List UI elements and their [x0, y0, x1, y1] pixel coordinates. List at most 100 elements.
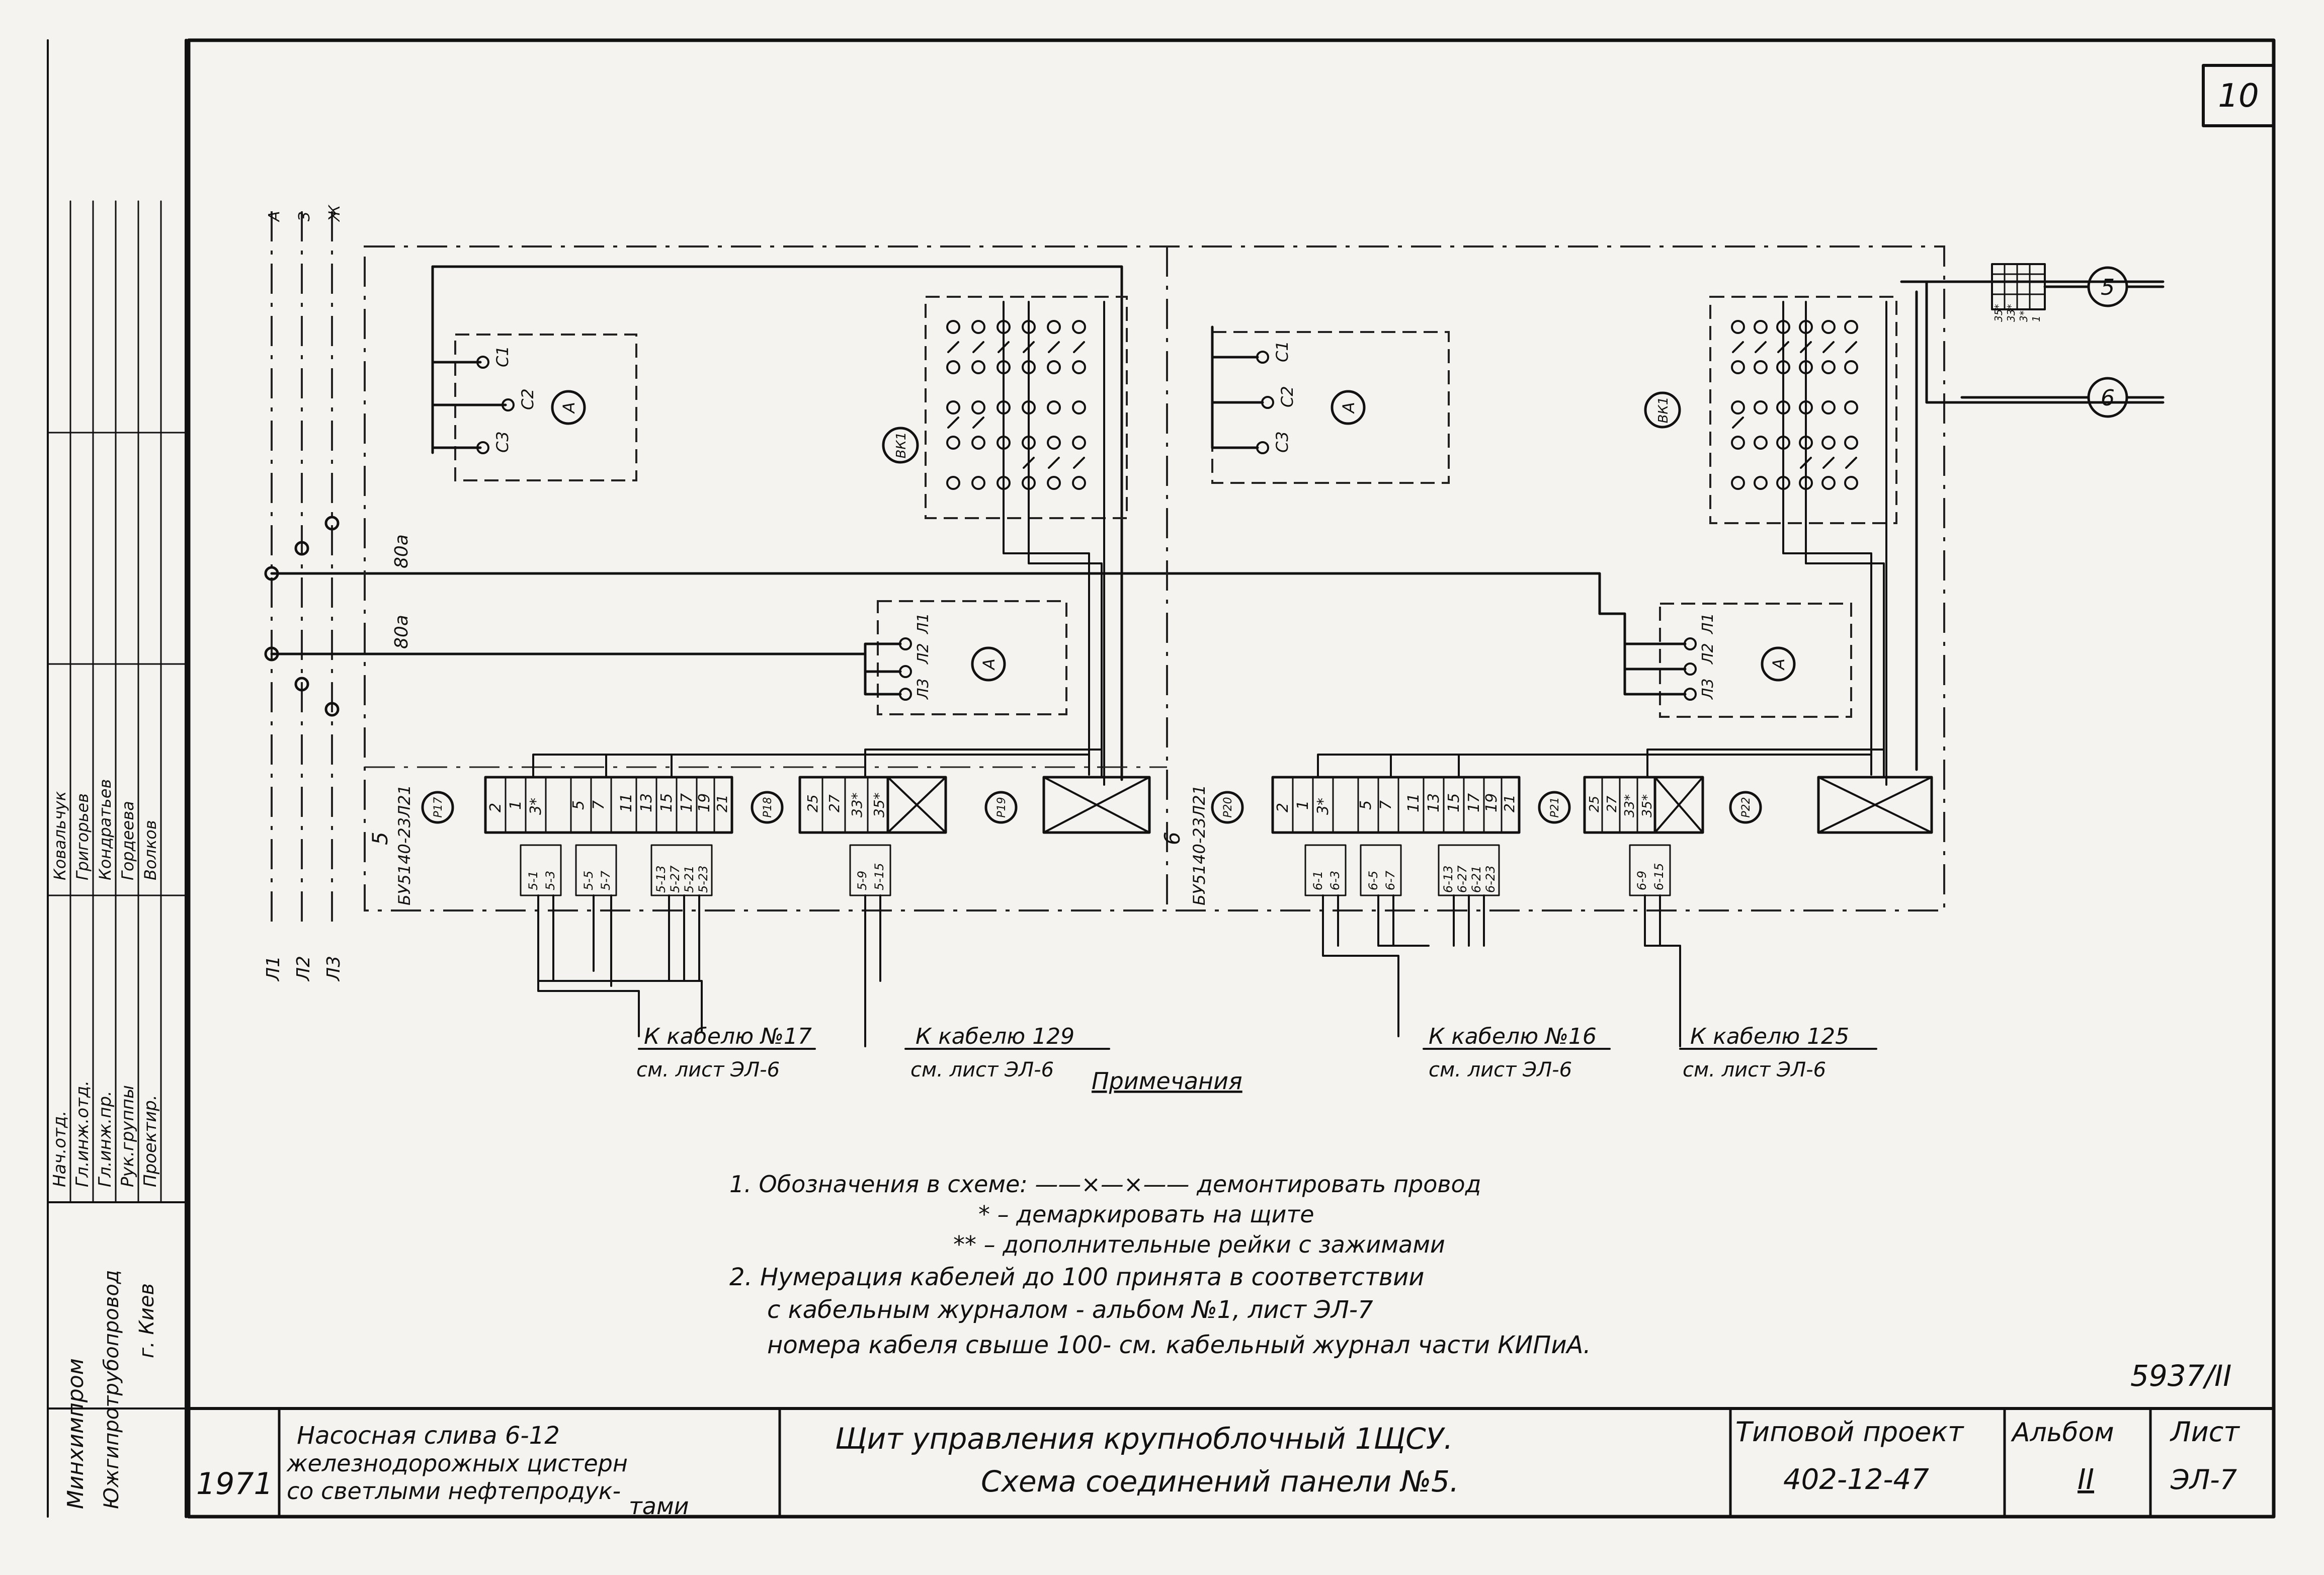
title-object-3: со светлыми нефтепродук- — [287, 1477, 621, 1505]
switch-symbol-p6 — [1644, 391, 1681, 429]
p6-pin-17: 17 — [1465, 793, 1483, 812]
cable-references: К кабелю №17 см. лист ЭЛ-6 К кабелю 129 … — [636, 1024, 1877, 1082]
margin-name-2: Григорьев — [73, 793, 92, 880]
note-line-4: 2. Нумерация кабелей до 100 принята в со… — [729, 1263, 1424, 1291]
meter-terminal-c1-p6: С1 — [1273, 341, 1292, 362]
p6b-pin-33: 33* — [1622, 794, 1637, 817]
stamp-code: 5937/II — [2130, 1359, 2231, 1393]
sheet-label: Лист — [2170, 1416, 2240, 1448]
rail-tag-p21-label: Р21 — [1549, 797, 1561, 817]
cable-ref-129-sub: см. лист ЭЛ-6 — [910, 1058, 1054, 1082]
title-line-2: Схема соединений панели №5. — [981, 1464, 1459, 1499]
bus-label-2: Л2 — [293, 956, 314, 982]
title-year: 1971 — [196, 1466, 273, 1502]
terminal-rail-p5-dividers — [505, 776, 715, 834]
cable-ref-129-title: К кабелю 129 — [916, 1024, 1074, 1049]
p6-pin-1: 1 — [1294, 800, 1312, 810]
p6b-pin-25: 25 — [1587, 796, 1602, 812]
ammeter-label-p5: А — [979, 658, 999, 671]
unit-code-5: БУ5140-23Л21 — [395, 785, 414, 905]
title-object-1: Насосная слива 6-12 — [297, 1422, 560, 1450]
margin-name-4: Гордеева — [118, 801, 137, 880]
meter-terminal-c1-p5: С1 — [493, 346, 512, 367]
wire-mark-p6-5: 6-13 — [1441, 866, 1455, 893]
wire-mark-p6-1: 6-1 — [1311, 871, 1325, 890]
margin-organization-1: Минхимпром — [63, 1358, 89, 1509]
wire-mark-p6-6: 6-27 — [1455, 865, 1469, 893]
margin-role-5: Проектир. — [140, 1095, 160, 1187]
p5b-pin-33: 33* — [849, 792, 865, 817]
ammeter-label-p6: А — [1769, 658, 1788, 671]
album-number: II — [2078, 1463, 2094, 1496]
p5b-pin-25: 25 — [804, 794, 821, 812]
side-pin-2: 33* — [2005, 304, 2017, 322]
p5b-pin-35: 35* — [871, 792, 887, 817]
margin-role-4: Рук.группы — [118, 1085, 138, 1187]
terminal-rail-p6 — [1271, 776, 1521, 834]
wire-label-80a-1: 80а — [391, 534, 412, 568]
title-block: 1971 Насосная слива 6-12 железнодорожных… — [187, 1407, 2275, 1520]
rail-tag-p20-label: Р20 — [1222, 797, 1234, 817]
sheet-code: ЭЛ-7 — [2170, 1464, 2237, 1496]
switch-symbol-p5 — [882, 427, 919, 464]
margin-role-2: Гл.инж.отд. — [72, 1081, 93, 1187]
cable-ref-16-sub: см. лист ЭЛ-6 — [1429, 1058, 1572, 1082]
meter-terminal-c3-p5: С3 — [493, 431, 512, 453]
wire-mark-p5-3: 5-5 — [582, 871, 596, 890]
rail-tag-p20 — [1211, 791, 1244, 824]
panel-5: С1 С2 С3 А ВК1 Л1 Л2 Л3 А 5 БУ5140-23 — [365, 265, 1167, 1047]
p5-pin-19: 19 — [696, 793, 713, 812]
output-circle-5-label: 5 — [2101, 275, 2115, 300]
cable-ref-16-title: К кабелю №16 — [1429, 1024, 1597, 1049]
wire-mark-p6-3: 6-5 — [1366, 871, 1380, 890]
spare-box-p6a — [1653, 776, 1704, 834]
side-terminal-block: 35* 33* 3* 1 5 6 — [1943, 263, 2165, 418]
p5-pin-11: 11 — [618, 793, 635, 812]
panel-id-6: 6 — [1160, 832, 1185, 845]
switch-contacts-p6 — [1731, 320, 1858, 490]
margin-organization-2: Южгипротрубопровод — [100, 1270, 123, 1509]
p6b-pin-35: 35* — [1640, 794, 1655, 817]
margin-name-5: Волков — [141, 820, 160, 880]
title-line-1: Щит управления крупноблочный 1ЩСУ. — [835, 1422, 1453, 1456]
cable-ref-17-title: К кабелю №17 — [644, 1024, 812, 1049]
p5-pin-17: 17 — [678, 793, 696, 812]
spare-box-p5b — [1042, 776, 1151, 834]
p6-pin-13: 13 — [1425, 793, 1443, 812]
meter-terminal-c2-p6: С2 — [1278, 386, 1297, 407]
title-object-4: тами — [629, 1493, 689, 1520]
output-circle-5 — [2087, 266, 2128, 307]
note-line-3: ** – дополнительные рейки с зажимами — [953, 1231, 1445, 1258]
current-terminal-1-p6: Л1 — [1699, 613, 1717, 634]
ammeter-symbol-p6 — [1761, 646, 1796, 682]
notes-title: Примечания — [1092, 1067, 1242, 1095]
p6-pin-11: 11 — [1405, 793, 1423, 812]
wire-label-80a-2: 80а — [391, 615, 412, 649]
wire-mark-p5-9: 5-9 — [855, 871, 869, 890]
p5-pin-21: 21 — [714, 794, 730, 812]
p5-pin-5: 5 — [570, 800, 588, 810]
current-terminal-3-p5: Л3 — [915, 678, 932, 700]
margin-role-3: Гл.инж.пр. — [95, 1091, 115, 1187]
project-number: 402-12-47 — [1783, 1463, 1929, 1496]
rail-tag-p18 — [751, 791, 784, 824]
note-line-5: с кабельным журналом - альбом №1, лист Э… — [767, 1296, 1373, 1324]
current-terminal-1-p5: Л1 — [915, 613, 932, 634]
rail-tag-p21 — [1538, 791, 1571, 824]
switch-contacts-p5 — [946, 320, 1086, 490]
p6-pin-21: 21 — [1501, 794, 1518, 812]
panel-outline — [364, 245, 1945, 911]
wire-mark-p6-8: 6-23 — [1483, 866, 1498, 893]
p6-pin-15: 15 — [1445, 793, 1463, 812]
p6-pin-2: 2 — [1274, 803, 1292, 812]
rail-tag-p22 — [1729, 791, 1762, 824]
bus-top-label-1: А — [266, 211, 283, 222]
side-pin-3: 3* — [2018, 310, 2030, 322]
rail-tag-p19-label: Р19 — [995, 797, 1008, 817]
bus-top-label-3: Ж — [326, 204, 344, 222]
wire-mark-p6-2: 6-3 — [1328, 871, 1342, 890]
output-circle-6 — [2087, 377, 2128, 418]
note-line-2: * – демаркировать на щите — [978, 1201, 1314, 1228]
wire-mark-p6-4: 6-7 — [1383, 870, 1397, 890]
